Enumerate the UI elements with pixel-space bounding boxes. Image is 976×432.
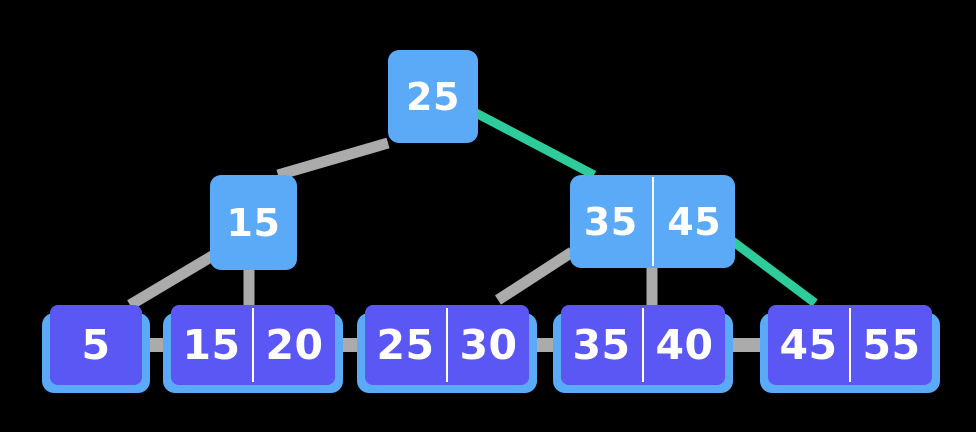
edge-root-to-internal-right bbox=[471, 108, 597, 179]
key-cell[interactable]: 55 bbox=[862, 321, 921, 369]
leaf-face: 45 55 bbox=[768, 305, 932, 385]
edge-internal-right-to-leaf-3 bbox=[495, 247, 575, 305]
internal-node[interactable]: 15 bbox=[210, 175, 297, 270]
key-cell[interactable]: 5 bbox=[81, 321, 111, 369]
leaf-face: 5 bbox=[50, 305, 142, 385]
key-divider bbox=[642, 308, 644, 382]
edge-internal-left-to-leaf-1 bbox=[127, 247, 222, 310]
key-cell[interactable]: 15 bbox=[226, 200, 281, 245]
edge-root-to-internal-left bbox=[276, 137, 390, 181]
key-cell[interactable]: 25 bbox=[376, 321, 435, 369]
key-cell[interactable]: 30 bbox=[459, 321, 518, 369]
key-divider bbox=[252, 308, 254, 382]
leaf-node[interactable]: 35 40 bbox=[553, 305, 733, 393]
leaf-node[interactable]: 25 30 bbox=[357, 305, 537, 393]
key-cell[interactable]: 35 bbox=[583, 199, 638, 244]
key-cell[interactable]: 40 bbox=[655, 321, 714, 369]
key-cell[interactable]: 15 bbox=[182, 321, 241, 369]
key-divider bbox=[651, 177, 654, 266]
key-cell[interactable]: 20 bbox=[265, 321, 324, 369]
edge-internal-right-to-leaf-5 bbox=[728, 236, 818, 307]
key-divider bbox=[849, 308, 851, 382]
key-divider bbox=[446, 308, 448, 382]
leaf-face: 35 40 bbox=[561, 305, 725, 385]
key-cell[interactable]: 35 bbox=[572, 321, 631, 369]
key-cell[interactable]: 45 bbox=[779, 321, 838, 369]
key-cell[interactable]: 25 bbox=[406, 74, 460, 119]
internal-node[interactable]: 35 45 bbox=[570, 175, 735, 268]
internal-node[interactable]: 25 bbox=[388, 50, 478, 143]
leaf-node[interactable]: 5 bbox=[42, 305, 150, 393]
leaf-face: 25 30 bbox=[365, 305, 529, 385]
leaf-link-4-5 bbox=[723, 338, 765, 352]
leaf-node[interactable]: 45 55 bbox=[760, 305, 940, 393]
key-cell[interactable]: 45 bbox=[667, 199, 722, 244]
